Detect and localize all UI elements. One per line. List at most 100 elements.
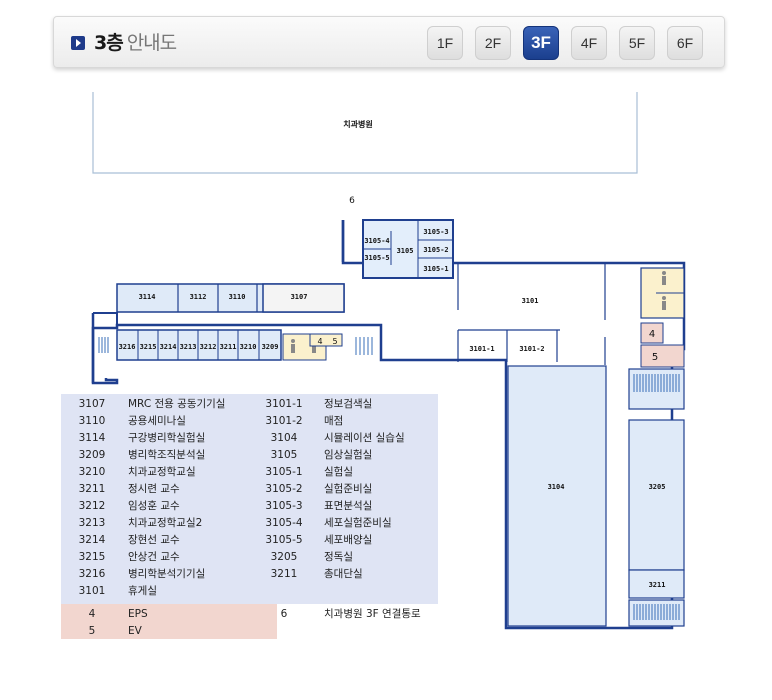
room-3205-area xyxy=(628,419,685,571)
room-3101: 3101 xyxy=(522,297,539,305)
room-3211: 3211 xyxy=(220,343,237,351)
legend-cell: 총대단실 xyxy=(324,568,363,580)
floor-button-6f[interactable]: 6F xyxy=(667,26,703,60)
floor-button-3f[interactable]: 3F xyxy=(523,26,559,60)
room-3112: 3112 xyxy=(190,293,207,301)
room-3105-4: 3105-4 xyxy=(364,237,389,245)
floor-button-4f[interactable]: 4F xyxy=(571,26,607,60)
stairs-top-steps xyxy=(633,374,680,392)
ev-mid-label: 5 xyxy=(332,337,337,346)
legend-cell: 3110 xyxy=(78,415,106,427)
legend-cell: 매점 xyxy=(324,415,344,427)
legend-cell: 6 xyxy=(280,608,288,620)
room-3213: 3213 xyxy=(180,343,197,351)
room-3205: 3205 xyxy=(649,483,666,491)
legend-cell: 3105-1 xyxy=(265,466,303,478)
legend-cell: 3213 xyxy=(78,517,106,529)
room-3209: 3209 xyxy=(262,343,279,351)
eps-label: 4 xyxy=(649,329,655,340)
legend-cell: 3107 xyxy=(78,398,106,410)
eps-mid-label: 4 xyxy=(317,337,322,346)
legend-cell: 휴게실 xyxy=(128,585,157,597)
floor-button-1f[interactable]: 1F xyxy=(427,26,463,60)
stairs-top xyxy=(628,368,685,410)
room-3211b-area xyxy=(628,569,685,599)
legend-cell: 치과병원 3F 연결통로 xyxy=(324,608,421,620)
legend-cell: MRC 전용 공동기기실 xyxy=(128,398,226,410)
legend-cell: 3105 xyxy=(270,449,298,461)
ev-label: 5 xyxy=(652,352,658,363)
play-arrow-icon xyxy=(71,36,85,50)
stairs-left xyxy=(98,337,109,353)
legend-cell: 3104 xyxy=(270,432,298,444)
legend-row: 3210 치과교정학교실 3105-1 실험실 xyxy=(61,464,438,481)
stairs-middle xyxy=(355,337,373,355)
legend-cell: 실험준비실 xyxy=(324,483,373,495)
lower-left-rooms xyxy=(116,329,282,361)
connector-label: 6 xyxy=(349,196,355,206)
room-3210: 3210 xyxy=(240,343,257,351)
person-icon xyxy=(662,271,666,275)
legend-cell: 3211 xyxy=(270,568,298,580)
legend-cell: 정독실 xyxy=(324,551,353,563)
legend-cell: 정시련 교수 xyxy=(128,483,180,495)
legend-row: 3101 휴게실 xyxy=(61,583,438,600)
legend-cell: EV xyxy=(128,625,142,637)
legend-cell: 3105-2 xyxy=(265,483,303,495)
legend-row: 4 EPS 6 치과병원 3F 연결통로 xyxy=(61,606,438,623)
dental-hospital-label: 치과병원 xyxy=(343,119,372,129)
legend-cell: 장현선 교수 xyxy=(128,534,180,546)
legend-cell: 3105-5 xyxy=(265,534,303,546)
legend-cell: 3211 xyxy=(78,483,106,495)
room-3101-2: 3101-2 xyxy=(519,345,544,353)
dental-hospital-outline xyxy=(92,92,638,174)
room-3110: 3110 xyxy=(229,293,246,301)
legend-row: 3211 정시련 교수 3105-2 실험준비실 xyxy=(61,481,438,498)
legend-cell: 병리학분석기기실 xyxy=(128,568,206,580)
legend-cell: EPS xyxy=(128,608,148,620)
legend-cell: 3101 xyxy=(78,585,106,597)
legend-cell: 4 xyxy=(88,608,96,620)
legend-cell: 병리학조직분석실 xyxy=(128,449,206,461)
legend-cell: 임상실험실 xyxy=(324,449,373,461)
stairs-bottom-steps xyxy=(633,604,680,620)
room-3104: 3104 xyxy=(548,483,565,491)
room-3107: 3107 xyxy=(291,293,308,301)
legend-cell: 안상건 교수 xyxy=(128,551,180,563)
ev-room xyxy=(640,344,685,368)
legend-cell: 3210 xyxy=(78,466,106,478)
floor-button-2f[interactable]: 2F xyxy=(475,26,511,60)
eps-room xyxy=(640,322,664,344)
room-3212: 3212 xyxy=(200,343,217,351)
legend-cell: 치과교정학교실2 xyxy=(128,517,203,529)
room-3105-2: 3105-2 xyxy=(423,246,448,254)
legend-cell: 3205 xyxy=(270,551,298,563)
room-3101-1: 3101-1 xyxy=(469,345,494,353)
legend-cell: 3209 xyxy=(78,449,106,461)
legend-cell: 구강병리학실험실 xyxy=(128,432,206,444)
room-3211b: 3211 xyxy=(649,581,666,589)
legend-cell: 표면분석실 xyxy=(324,500,373,512)
legend-row: 3215 안상건 교수 3205 정독실 xyxy=(61,549,438,566)
legend-cell: 3114 xyxy=(78,432,106,444)
legend-cell: 치과교정학교실 xyxy=(128,466,196,478)
legend-cell: 임성훈 교수 xyxy=(128,500,180,512)
room-3215: 3215 xyxy=(140,343,157,351)
room-3105-5: 3105-5 xyxy=(364,254,389,262)
legend-cell: 세포배양실 xyxy=(324,534,373,546)
person-icon xyxy=(291,339,295,343)
legend-cell: 3105-4 xyxy=(265,517,303,529)
floor-button-5f[interactable]: 5F xyxy=(619,26,655,60)
room-3105-3: 3105-3 xyxy=(423,228,448,236)
legend-cell: 3215 xyxy=(78,551,106,563)
legend-cell: 실험실 xyxy=(324,466,353,478)
